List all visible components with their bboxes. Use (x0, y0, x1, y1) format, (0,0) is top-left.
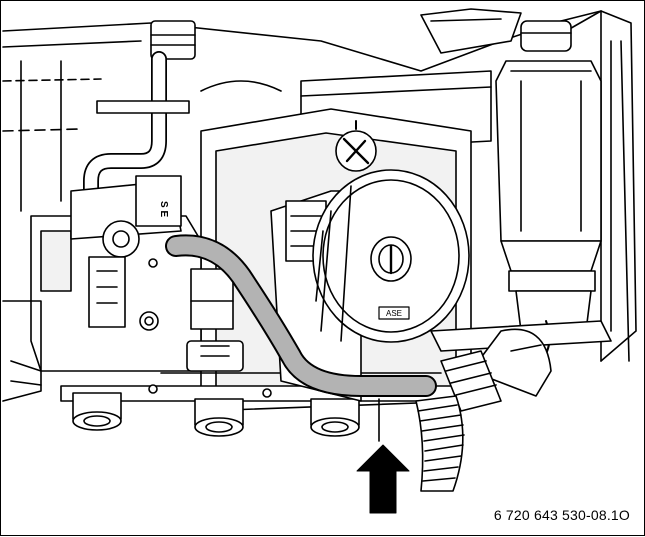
upward-arrow-icon (356, 444, 410, 514)
connector-2 (194, 398, 244, 437)
corrugated-drain-hose (415, 395, 465, 492)
connector-3 (310, 398, 360, 437)
connector-1 (72, 392, 122, 431)
bottom-connectors (72, 392, 360, 437)
valve-mark: S E (158, 201, 169, 217)
figure-reference-code: 6 720 643 530-08.1O (493, 507, 630, 523)
gas-valve-assembly: S E (2, 175, 202, 402)
grey-hose (165, 234, 437, 397)
upper-pipe (83, 20, 282, 239)
pump-badge: ASE (378, 306, 410, 320)
pump-badge-label: ASE (386, 309, 402, 318)
